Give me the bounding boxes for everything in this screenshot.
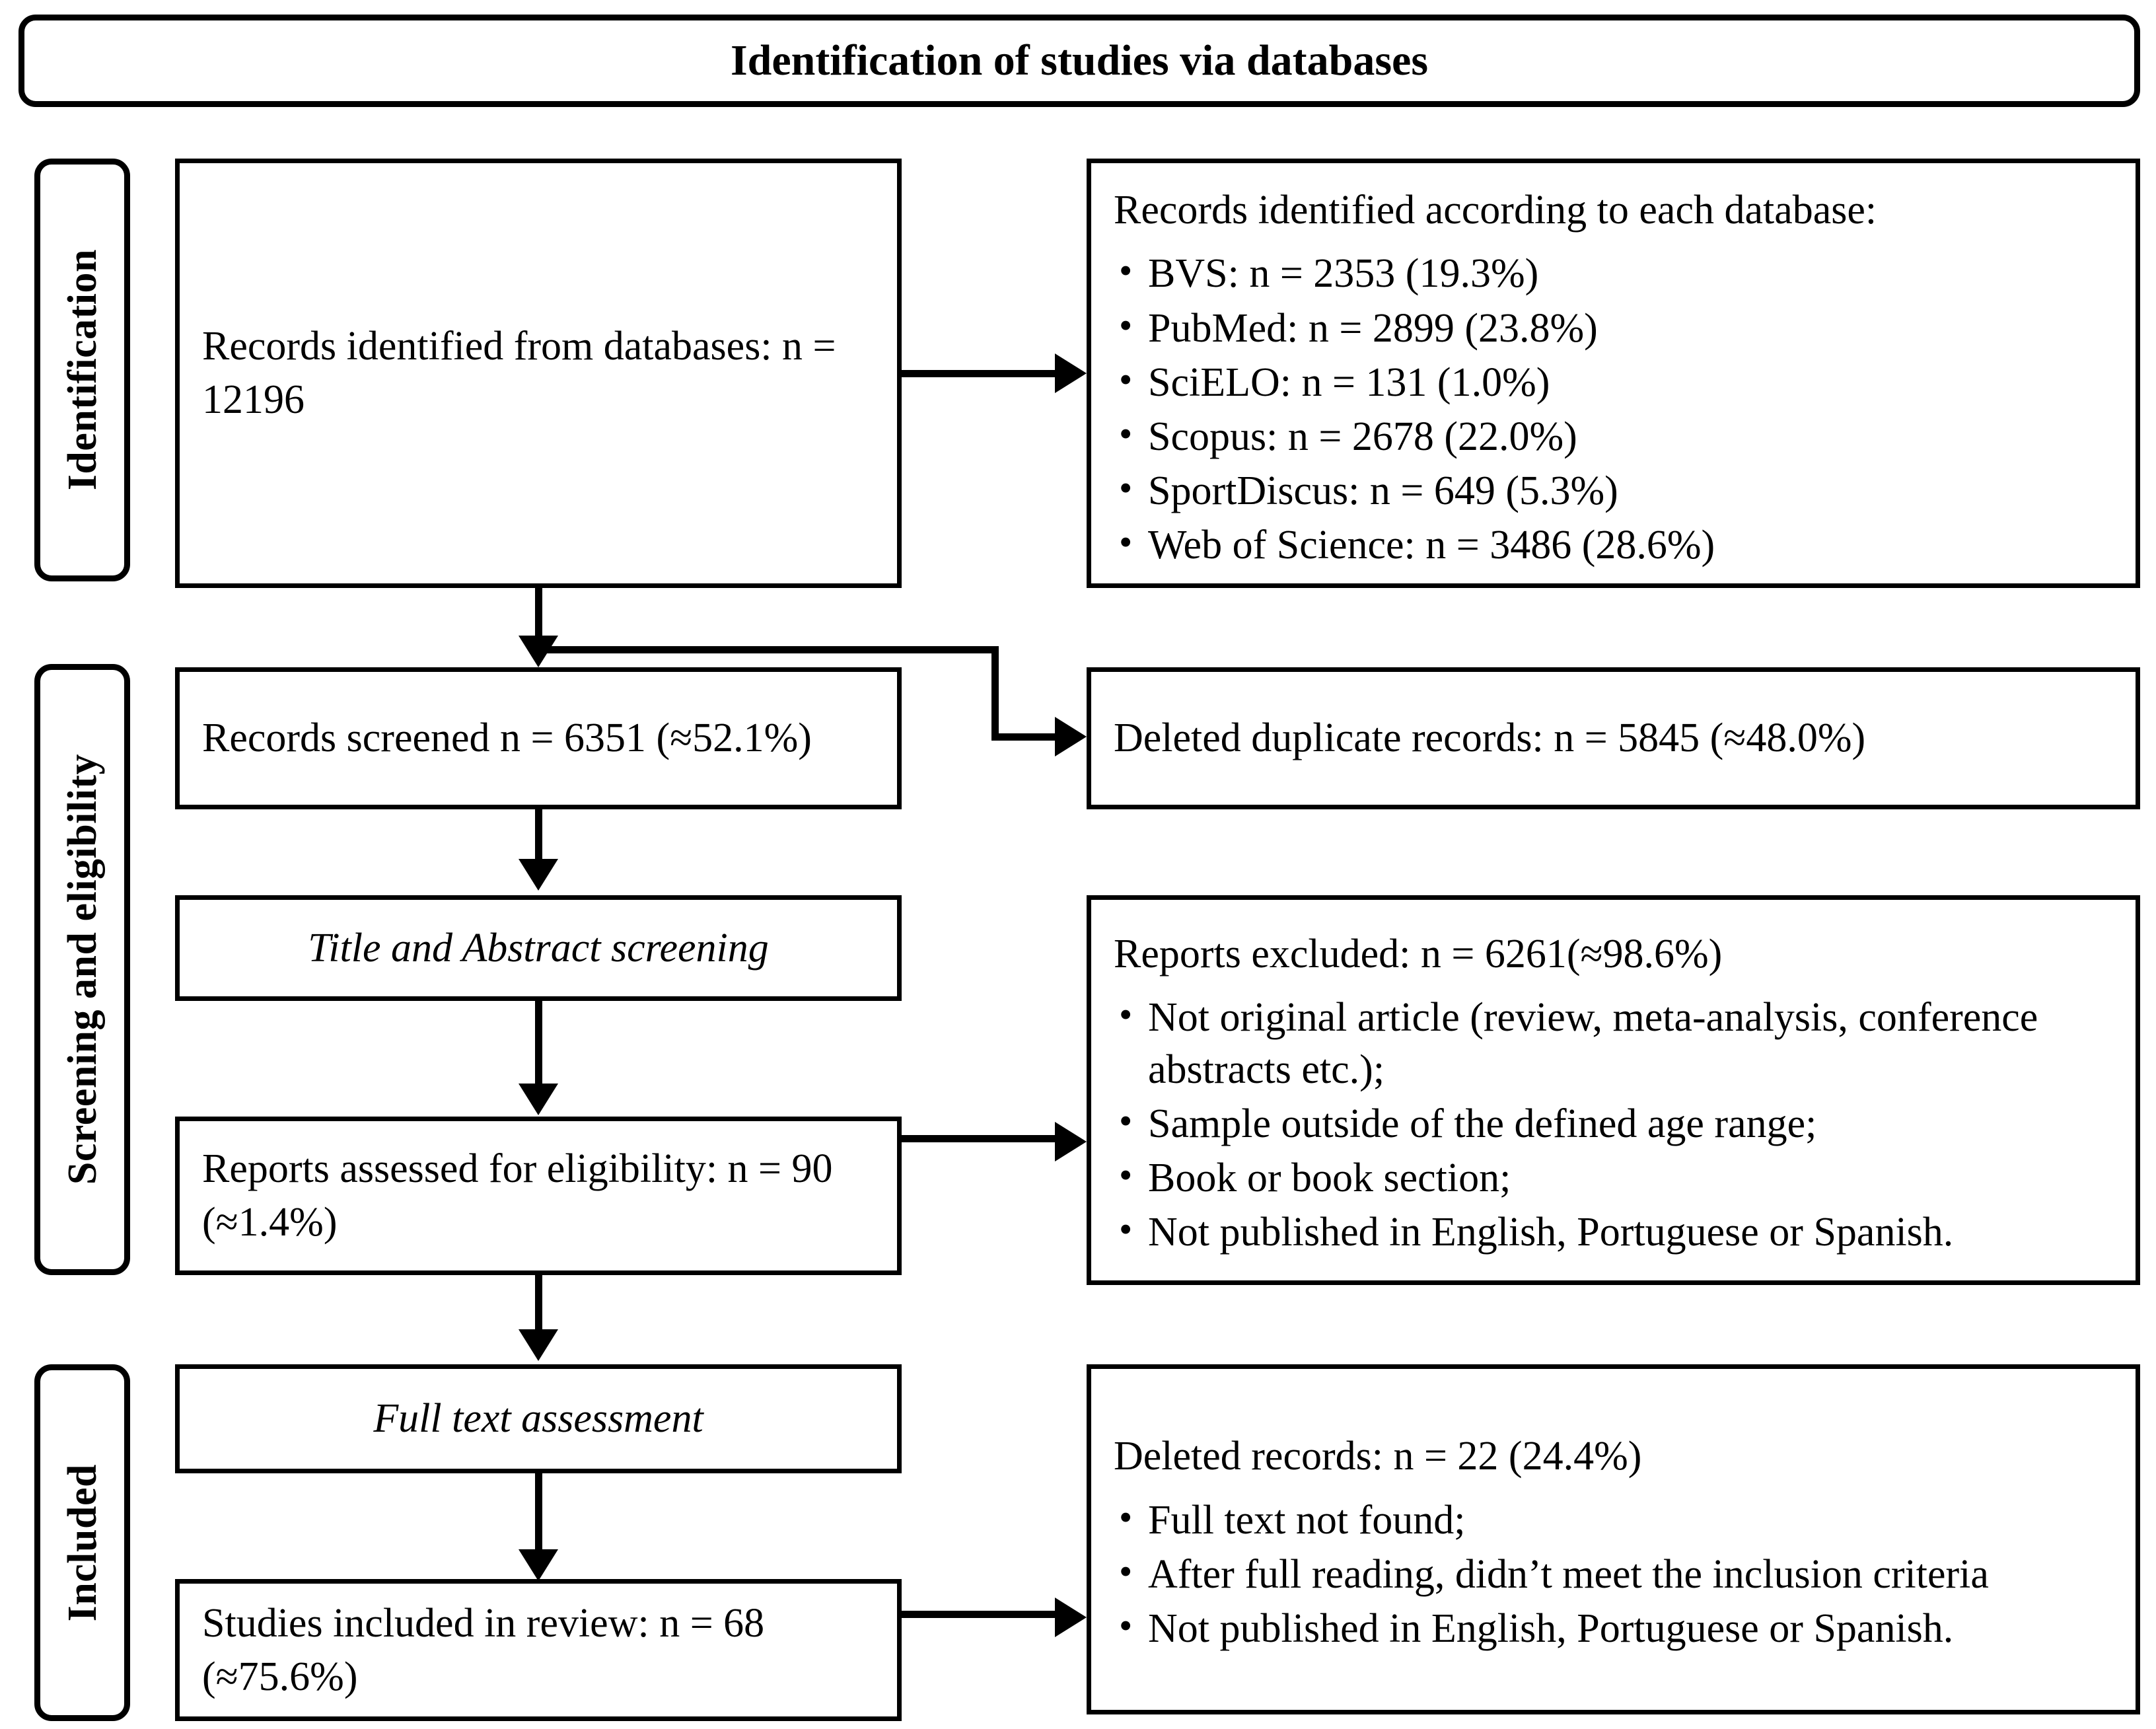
stage-label-screening: Screening and eligibility (34, 664, 130, 1275)
deleted-records-list: Full text not found; After full reading,… (1114, 1493, 2113, 1657)
connector-assessed-to-fulltext (535, 1275, 542, 1331)
node-records-screened: Records screened n = 6351 (≈52.1%) (175, 667, 902, 809)
diagram-title: Identification of studies via databases (730, 36, 1429, 85)
connector-title-down-stem (535, 1001, 542, 1085)
node-reports-assessed-text: Reports assessed for eligibility: n = 90… (202, 1146, 833, 1245)
arrowhead-right-duplicates (1055, 717, 1087, 756)
list-item: Not published in English, Portuguese or … (1114, 1205, 2113, 1258)
node-databases-breakdown: Records identified according to each dat… (1087, 159, 2140, 588)
arrowhead-right-excluded (1055, 1122, 1087, 1161)
arrowhead-right-deleted-records (1055, 1598, 1087, 1637)
node-title-abstract-screening: Title and Abstract screening (175, 895, 902, 1001)
list-item: Not published in English, Portuguese or … (1114, 1601, 2113, 1654)
list-item: PubMed: n = 2899 (23.8%) (1114, 301, 2113, 354)
list-item: After full reading, didn’t meet the incl… (1114, 1547, 2113, 1600)
node-full-text-assessment: Full text assessment (175, 1364, 902, 1473)
diagram-header-box: Identification of studies via databases (18, 15, 2140, 107)
stage-label-included-text: Included (59, 1463, 105, 1622)
node-full-text-assessment-text: Full text assessment (373, 1396, 703, 1442)
databases-list: BVS: n = 2353 (19.3%) PubMed: n = 2899 (… (1114, 246, 2113, 573)
stage-label-identification: Identification (34, 159, 130, 581)
connector-duplicates-horizontal (991, 733, 1058, 741)
list-item: Full text not found; (1114, 1493, 2113, 1546)
node-reports-excluded-lead: Reports excluded: n = 6261(≈98.6%) (1114, 931, 1723, 976)
node-records-screened-text: Records screened n = 6351 (≈52.1%) (202, 716, 812, 761)
stage-label-screening-text: Screening and eligibility (59, 754, 105, 1185)
arrowhead-down-title-abstract (519, 859, 558, 891)
node-reports-assessed: Reports assessed for eligibility: n = 90… (175, 1117, 902, 1275)
list-item: Scopus: n = 2678 (22.0%) (1114, 410, 2113, 462)
node-records-identified: Records identified from databases: n = 1… (175, 159, 902, 588)
arrowhead-down-reports-assessed (519, 1084, 558, 1115)
list-item: Not original article (review, meta-analy… (1114, 990, 2113, 1095)
arrowhead-down-studies-included (519, 1549, 558, 1581)
node-deleted-duplicates: Deleted duplicate records: n = 5845 (≈48… (1087, 667, 2140, 809)
node-deleted-records: Deleted records: n = 22 (24.4%) Full tex… (1087, 1364, 2140, 1714)
list-item: SportDiscus: n = 649 (5.3%) (1114, 464, 2113, 517)
arrowhead-right-databases (1055, 353, 1087, 393)
stage-label-included: Included (34, 1364, 130, 1721)
list-item: BVS: n = 2353 (19.3%) (1114, 246, 2113, 299)
list-item: Web of Science: n = 3486 (28.6%) (1114, 518, 2113, 571)
node-deleted-records-lead: Deleted records: n = 22 (24.4%) (1114, 1434, 1642, 1479)
arrowhead-down-full-text (519, 1329, 558, 1361)
connector-duplicates-drop (991, 646, 999, 733)
connector-fulltext-down-stem (535, 1473, 542, 1553)
node-reports-excluded: Reports excluded: n = 6261(≈98.6%) Not o… (1087, 895, 2140, 1285)
list-item: Book or book section; (1114, 1151, 2113, 1204)
node-studies-included: Studies included in review: n = 68 (≈75.… (175, 1579, 902, 1721)
node-deleted-duplicates-text: Deleted duplicate records: n = 5845 (≈48… (1114, 716, 1866, 761)
list-item: Sample outside of the defined age range; (1114, 1097, 2113, 1150)
node-databases-lead: Records identified according to each dat… (1114, 187, 1877, 233)
node-records-identified-text: Records identified from databases: n = 1… (202, 324, 836, 422)
node-studies-included-text: Studies included in review: n = 68 (≈75.… (202, 1600, 765, 1699)
stage-label-identification-text: Identification (59, 249, 105, 491)
list-item: SciELO: n = 131 (1.0%) (1114, 355, 2113, 408)
reports-excluded-list: Not original article (review, meta-analy… (1114, 990, 2113, 1261)
connector-branch-to-duplicates (535, 646, 999, 653)
connector-screened-to-title (535, 809, 542, 861)
connector-identified-to-databases (902, 370, 1055, 377)
connector-identified-down-stem (535, 588, 542, 646)
node-title-abstract-screening-text: Title and Abstract screening (308, 925, 769, 971)
